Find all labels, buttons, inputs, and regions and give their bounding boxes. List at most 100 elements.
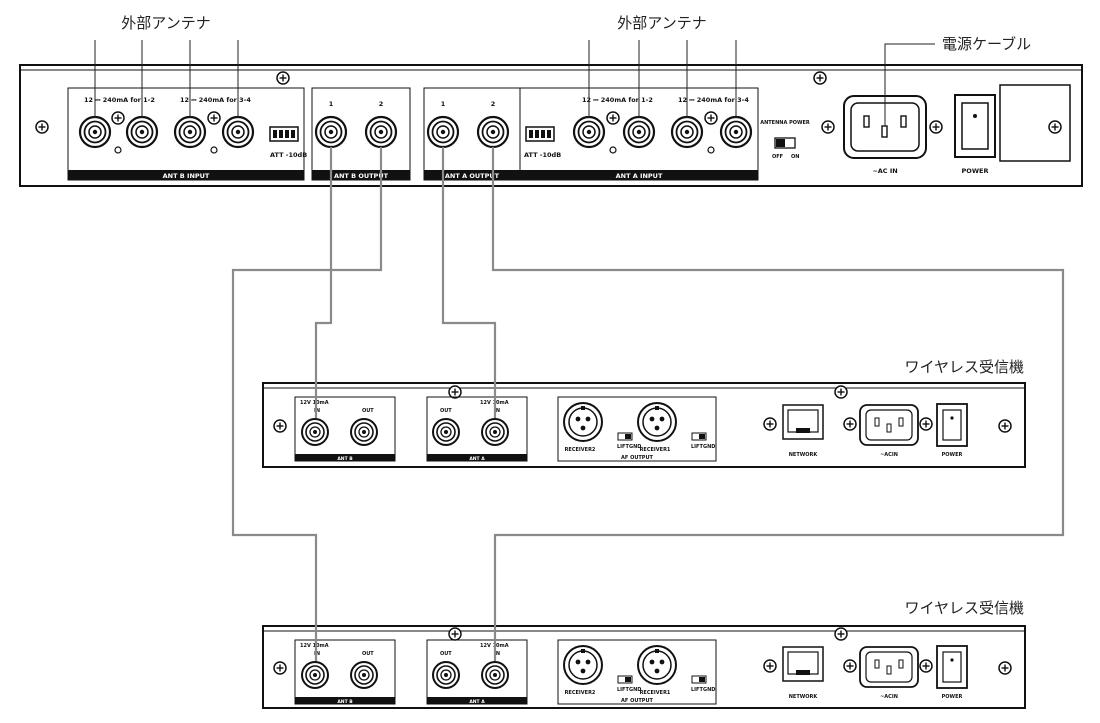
ant-a-input-label: ANT A INPUT bbox=[616, 172, 663, 180]
ant-b-input-3-connector[interactable] bbox=[173, 115, 207, 149]
out-label: OUT bbox=[362, 651, 374, 657]
output-2-label: 2 bbox=[379, 100, 384, 108]
screw-icon bbox=[273, 419, 287, 433]
screw-icon bbox=[111, 111, 125, 125]
output-2-label: 2 bbox=[491, 100, 496, 108]
screw-icon bbox=[763, 659, 777, 673]
screw-icon bbox=[704, 111, 718, 125]
gnd-label: GND bbox=[629, 687, 641, 693]
screw-icon bbox=[1048, 120, 1062, 134]
receiver-2-caption: ワイヤレス受信機 bbox=[904, 599, 1024, 617]
ant-b-output-1-connector[interactable] bbox=[314, 115, 348, 149]
receiver-1-power-switch[interactable] bbox=[936, 403, 968, 447]
receiver-2-ac-inlet[interactable] bbox=[859, 646, 919, 688]
switch-off-label: OFF bbox=[772, 154, 783, 160]
12v-label: 12V 10mA bbox=[300, 400, 329, 406]
ant-b-label: ANT B bbox=[337, 456, 353, 462]
antenna-power-label: ANTENNA POWER bbox=[760, 120, 810, 126]
gnd-label: GND bbox=[703, 444, 715, 450]
ant-a-input-3-connector[interactable] bbox=[670, 115, 704, 149]
power-note-a34: 12 ⎓ 240mA for 3-4 bbox=[678, 96, 749, 104]
screw-icon bbox=[834, 627, 848, 641]
ant-a-input-2-connector[interactable] bbox=[622, 115, 656, 149]
receiver-2-ant-b-out-connector[interactable] bbox=[350, 661, 378, 689]
receiver-2-xlr-output-2[interactable] bbox=[563, 645, 603, 685]
receiver-1-ac-inlet[interactable] bbox=[859, 404, 919, 446]
antenna-distributor: ANT B INPUT 12 ⎓ 240mA for 1-2 12 ⎓ 240m… bbox=[19, 64, 1083, 187]
receiver1-label: RECEIVER1 bbox=[640, 690, 671, 696]
cable-ant-a-to-receiver-2 bbox=[491, 147, 1065, 661]
ant-b-input-2-connector[interactable] bbox=[125, 115, 159, 149]
screw-icon bbox=[821, 120, 835, 134]
receiver2-label: RECEIVER2 bbox=[565, 447, 596, 453]
output-1-label: 1 bbox=[441, 100, 446, 108]
att-label-b: ATT -10dB bbox=[270, 151, 307, 159]
receiver-1-ant-a-out-connector[interactable] bbox=[432, 418, 460, 446]
receiver-1-ant-a-in-connector[interactable] bbox=[481, 418, 509, 446]
ant-b-input-4-connector[interactable] bbox=[221, 115, 255, 149]
att-dip-switch-a[interactable] bbox=[525, 126, 555, 142]
gnd-label: GND bbox=[703, 687, 715, 693]
screw-icon bbox=[929, 120, 943, 134]
network-label: NETWORK bbox=[789, 452, 819, 458]
ac-in-label: ~AC IN bbox=[872, 167, 897, 175]
cable-ant-a-to-receiver-1 bbox=[441, 147, 497, 418]
receiver-1-caption: ワイヤレス受信機 bbox=[904, 358, 1024, 376]
receiver-2-ant-a-in-connector[interactable] bbox=[481, 661, 509, 689]
ant-b-output-2-connector[interactable] bbox=[364, 115, 398, 149]
receiver-1-xlr-output-2[interactable] bbox=[563, 402, 603, 442]
receiver-1-xlr-output-1[interactable] bbox=[637, 402, 677, 442]
ant-a-output-2-connector[interactable] bbox=[476, 115, 510, 149]
receiver-2-ant-b-in-connector[interactable] bbox=[301, 661, 329, 689]
screw-icon bbox=[448, 627, 462, 641]
lift-label: LIFT bbox=[691, 444, 703, 450]
power-switch[interactable] bbox=[954, 94, 996, 158]
att-label-a: ATT -10dB bbox=[524, 151, 561, 159]
power-note-b12: 12 ⎓ 240mA for 1-2 bbox=[84, 96, 155, 104]
in-label: IN bbox=[494, 651, 500, 657]
output-1-label: 1 bbox=[329, 100, 334, 108]
out-label: OUT bbox=[440, 651, 452, 657]
ant-a-input-4-connector[interactable] bbox=[719, 115, 753, 149]
screw-icon bbox=[998, 419, 1012, 433]
receiver-2-network-port[interactable] bbox=[782, 646, 824, 682]
antenna-power-switch[interactable] bbox=[774, 137, 796, 149]
att-dip-switch-b[interactable] bbox=[269, 126, 299, 142]
wireless-receiver-2: ANT B 12V 10mA IN OUT ANT A OUT 12V 10mA… bbox=[262, 625, 1026, 709]
ant-a-output-1-connector[interactable] bbox=[426, 115, 460, 149]
cable-ant-b-to-receiver-1 bbox=[314, 147, 333, 418]
power-label: POWER bbox=[962, 167, 989, 175]
lift-label: LIFT bbox=[617, 444, 629, 450]
lift-label: LIFT bbox=[617, 687, 629, 693]
antenna-leads bbox=[94, 40, 935, 126]
screw-icon bbox=[813, 71, 827, 85]
ant-a-input-1-connector[interactable] bbox=[572, 115, 606, 149]
network-label: NETWORK bbox=[789, 694, 819, 700]
wireless-receiver-1: ANT B 12V 10mA IN OUT ANT A OUT 12V 10mA… bbox=[262, 382, 1026, 468]
screw-icon bbox=[843, 417, 857, 431]
out-label: OUT bbox=[362, 408, 374, 414]
ant-a-label: ANT A bbox=[469, 456, 485, 462]
ac-in-label: ~ACIN bbox=[880, 694, 898, 700]
receiver-2-xlr-output-1[interactable] bbox=[637, 645, 677, 685]
af-output-label: AF OUTPUT bbox=[621, 698, 653, 704]
12v-label: 12V 10mA bbox=[300, 643, 329, 649]
ant-b-label: ANT B bbox=[337, 699, 353, 705]
coax-cables bbox=[231, 147, 1065, 661]
ac-in-label: ~ACIN bbox=[880, 452, 898, 458]
receiver-1-ant-b-out-connector[interactable] bbox=[350, 418, 378, 446]
screw-icon bbox=[998, 661, 1012, 675]
receiver-1-ant-b-in-connector[interactable] bbox=[301, 418, 329, 446]
receiver-2-ant-a-out-connector[interactable] bbox=[432, 661, 460, 689]
cable-ant-b-to-receiver-2 bbox=[231, 147, 383, 661]
ant-a-output-label: ANT A OUTPUT bbox=[445, 172, 500, 180]
power-cable-caption: 電源ケーブル bbox=[942, 35, 1031, 53]
receiver-1-network-port[interactable] bbox=[782, 404, 824, 440]
receiver-2-power-switch[interactable] bbox=[936, 645, 968, 689]
screw-icon bbox=[35, 120, 49, 134]
screw-icon bbox=[763, 417, 777, 431]
switch-on-label: ON bbox=[791, 154, 799, 160]
ant-b-input-1-connector[interactable] bbox=[78, 115, 112, 149]
power-note-b34: 12 ⎓ 240mA for 3-4 bbox=[180, 96, 251, 104]
